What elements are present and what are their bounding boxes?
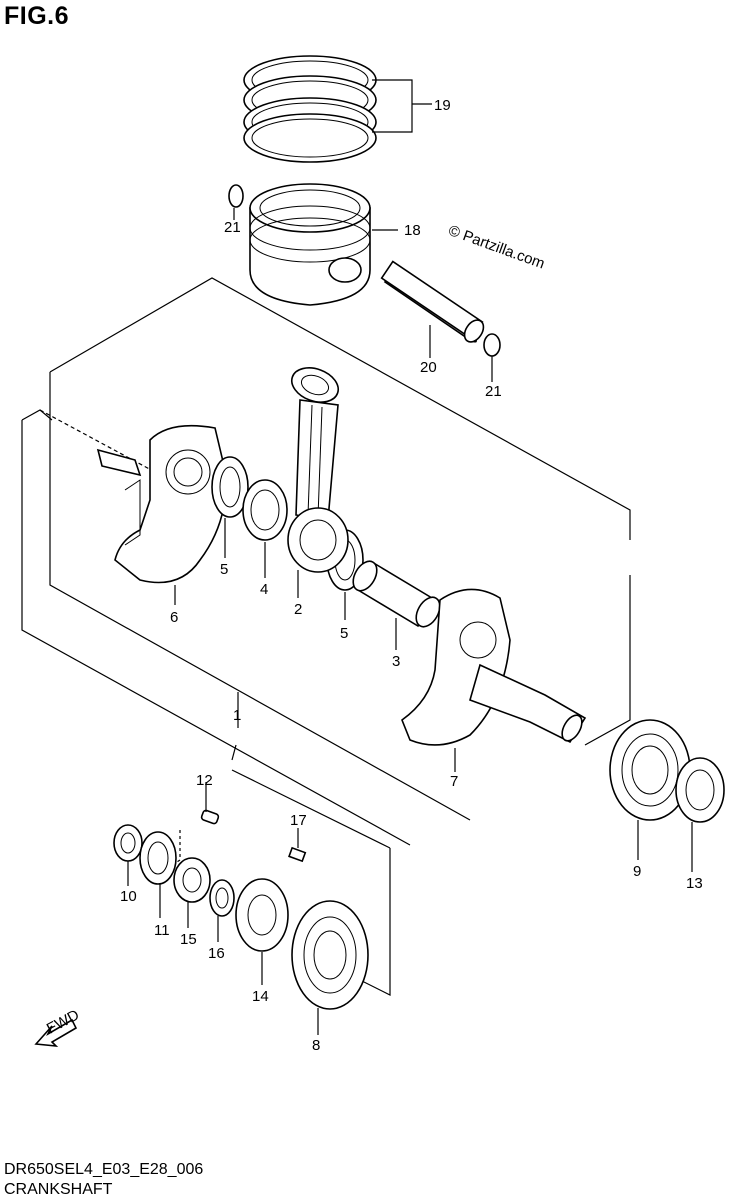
bearing-retainer bbox=[675, 757, 725, 872]
callout-14: 14 bbox=[252, 988, 269, 1005]
piston-rings bbox=[243, 55, 432, 163]
callout-8: 8 bbox=[312, 1037, 320, 1054]
callout-13: 13 bbox=[686, 875, 703, 892]
callout-15: 15 bbox=[180, 931, 197, 948]
oil-seal bbox=[113, 824, 143, 886]
callout-17: 17 bbox=[290, 812, 307, 829]
crank-web-left bbox=[96, 424, 227, 605]
callout-7: 7 bbox=[450, 773, 458, 790]
callout-4: 4 bbox=[260, 581, 268, 598]
callout-20: 20 bbox=[420, 359, 437, 376]
callout-labels: 19 18 21 20 21 5 4 2 6 5 3 1 7 12 17 9 1… bbox=[120, 97, 703, 1054]
primary-drive-gear bbox=[235, 878, 289, 985]
crankshaft-assembly-outline bbox=[21, 277, 631, 846]
callout-3: 3 bbox=[392, 653, 400, 670]
diagram-code: DR650SEL4_E03_E28_006 bbox=[4, 1161, 204, 1178]
crank-web-right bbox=[401, 588, 587, 772]
callout-5-right: 5 bbox=[340, 625, 348, 642]
main-bearing-left bbox=[291, 900, 369, 1035]
callout-21-left: 21 bbox=[224, 219, 241, 236]
callout-16: 16 bbox=[208, 945, 225, 962]
connecting-rod bbox=[287, 367, 349, 598]
callout-12: 12 bbox=[196, 772, 213, 789]
forward-arrow: FWD bbox=[34, 1006, 82, 1048]
callout-11: 11 bbox=[154, 922, 170, 939]
callout-21-right: 21 bbox=[485, 383, 502, 400]
key bbox=[288, 828, 307, 863]
piston bbox=[249, 183, 398, 306]
washer bbox=[209, 879, 235, 942]
needle-bearing bbox=[242, 479, 288, 578]
callout-18: 18 bbox=[404, 222, 421, 239]
retainer-plate bbox=[139, 831, 177, 918]
crank-pin bbox=[352, 560, 441, 650]
callout-6: 6 bbox=[170, 609, 178, 626]
callout-19: 19 bbox=[434, 97, 451, 114]
spacer bbox=[173, 857, 211, 928]
piston-pin-clips bbox=[228, 184, 501, 382]
piston-pin bbox=[380, 260, 485, 358]
callout-2: 2 bbox=[294, 601, 302, 618]
callout-9: 9 bbox=[633, 863, 641, 880]
callout-1: 1 bbox=[233, 707, 241, 724]
callout-10: 10 bbox=[120, 888, 137, 905]
callout-5-left: 5 bbox=[220, 561, 228, 578]
diagram-caption: CRANKSHAFT bbox=[4, 1181, 113, 1198]
figure-title: FIG.6 bbox=[4, 2, 70, 30]
